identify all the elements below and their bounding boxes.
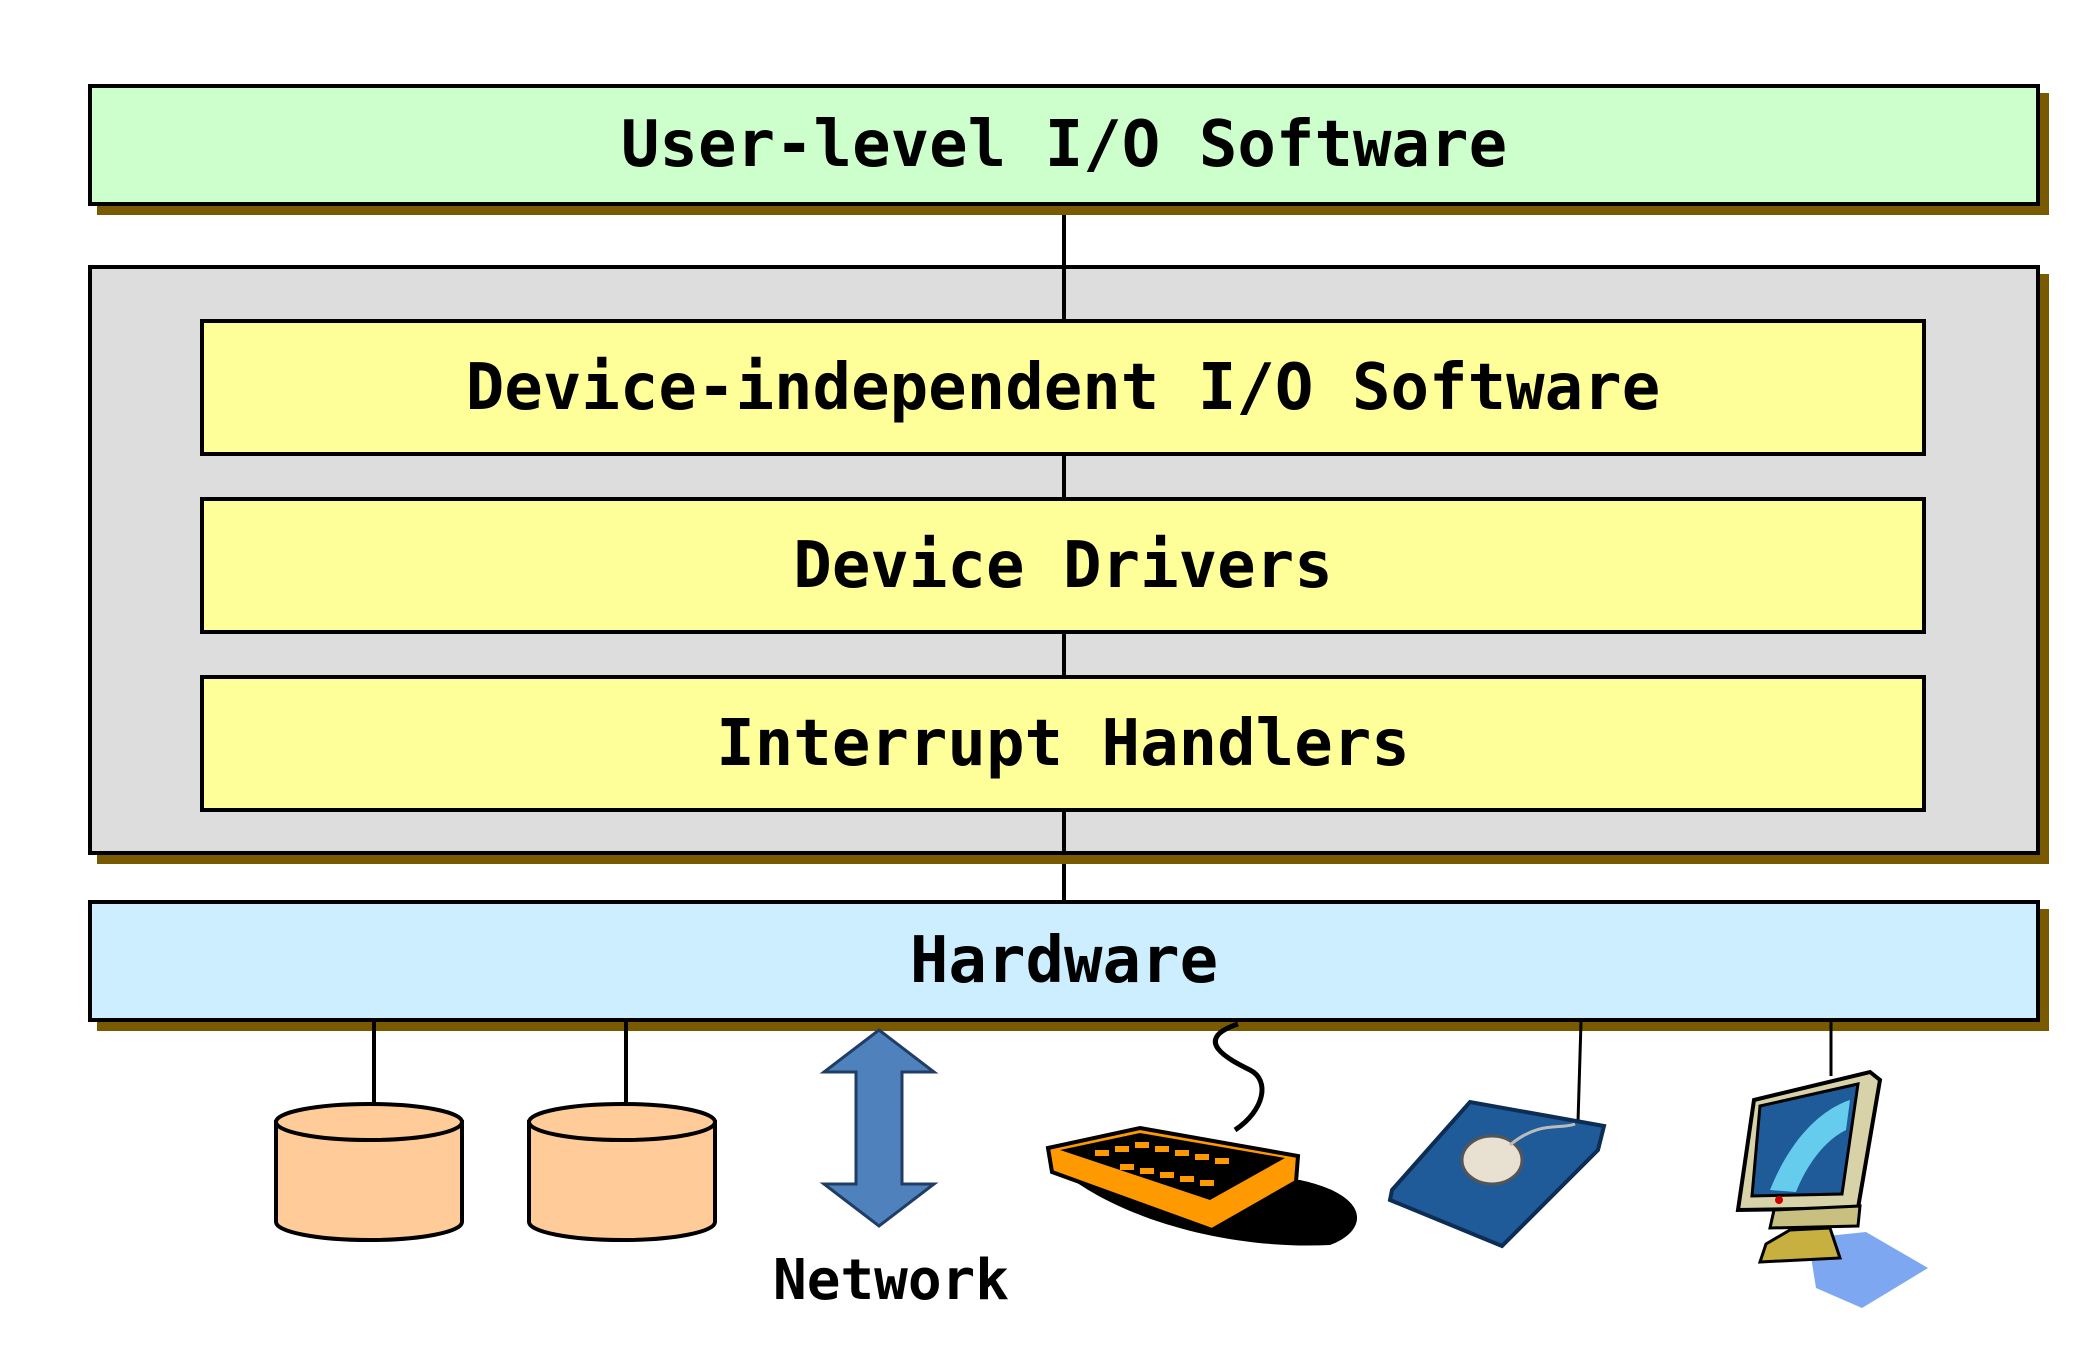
layer-interrupt-handlers: Interrupt Handlers — [200, 675, 1926, 812]
layer-device-drivers: Device Drivers — [200, 497, 1926, 634]
layer-device-independent-label: Device-independent I/O Software — [465, 350, 1661, 425]
layer-device-independent-io: Device-independent I/O Software — [200, 319, 1926, 456]
layer-device-drivers-label: Device Drivers — [793, 528, 1333, 603]
layer-hardware-label: Hardware — [909, 924, 1219, 998]
disk-icon — [274, 1022, 464, 1242]
layer-user-level-io: User-level I/O Software — [88, 84, 2040, 206]
network-label: Network — [772, 1247, 1009, 1313]
layer-user-level-label: User-level I/O Software — [620, 108, 1508, 182]
layer-hardware: Hardware — [88, 900, 2040, 1022]
mouse-icon — [1387, 1021, 1607, 1249]
disk-icon — [527, 1022, 717, 1242]
keyboard-icon — [1045, 1021, 1358, 1246]
network-arrow-icon — [819, 1028, 939, 1228]
layer-interrupt-handlers-label: Interrupt Handlers — [716, 706, 1410, 781]
monitor-icon — [1735, 1022, 1928, 1308]
